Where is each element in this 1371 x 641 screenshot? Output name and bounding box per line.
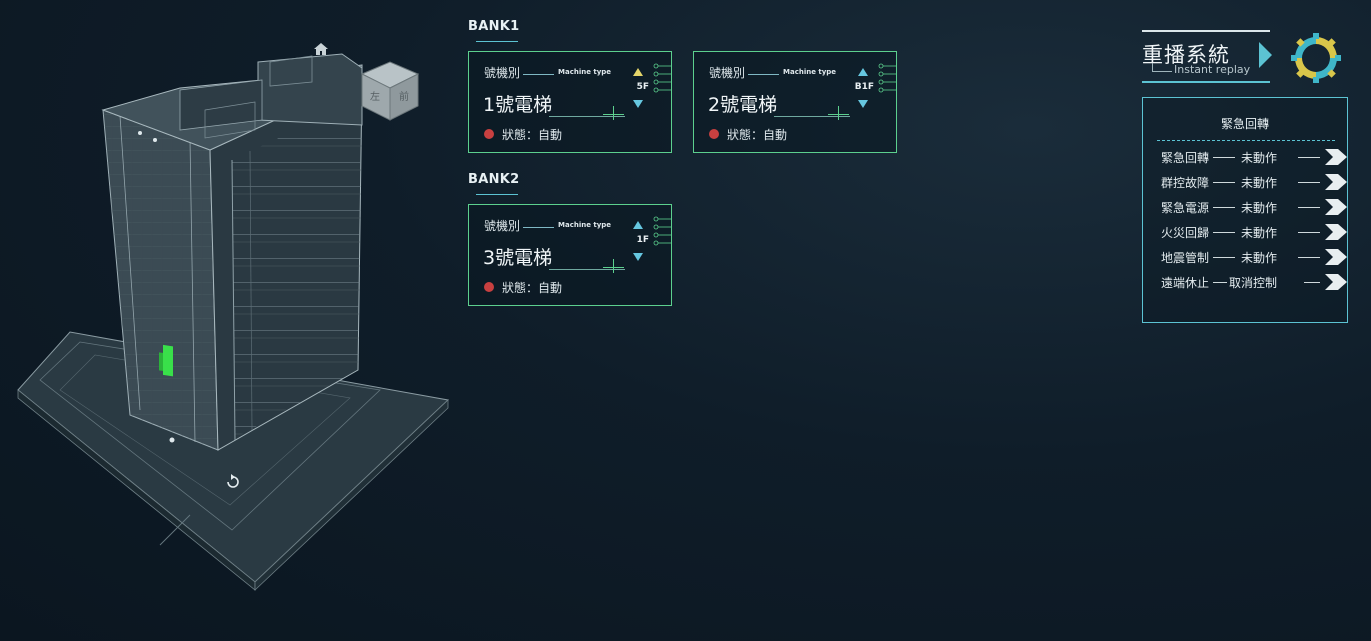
floor-indicator: B1F [854, 82, 874, 92]
view-cube-icon[interactable]: 左 前 [358, 58, 422, 124]
emergency-row: 群控故障 未動作 [1161, 172, 1347, 192]
emergency-row: 遠端休止 取消控制 [1161, 272, 1347, 292]
connector-lines-icon [653, 63, 672, 93]
emergency-row-value: 未動作 [1241, 226, 1278, 240]
machine-label: 號機別 [484, 219, 521, 233]
emergency-row: 地震管制 未動作 [1161, 247, 1347, 267]
emergency-row-name: 遠端休止 [1161, 276, 1210, 290]
bank2-title: BANK2 [468, 172, 520, 187]
play-icon [1259, 42, 1272, 68]
elevator-status: 狀態：自動 [502, 128, 563, 142]
emergency-row-value: 未動作 [1241, 251, 1278, 265]
home-icon[interactable] [313, 41, 333, 59]
orbit-icon[interactable] [224, 472, 242, 490]
building-model[interactable] [0, 0, 460, 600]
view-cube-face-front: 前 [399, 92, 409, 103]
floor-indicator: 1F [636, 235, 649, 245]
machine-type-label: Machine type [558, 68, 612, 76]
emergency-row-value: 取消控制 [1229, 276, 1278, 290]
machine-type-label: Machine type [783, 68, 837, 76]
gear-icon[interactable] [1291, 33, 1341, 83]
replay-title: 重播系統 [1142, 43, 1230, 67]
down-arrow-icon [633, 253, 643, 261]
bank1-title: BANK1 [468, 19, 520, 34]
chevron-right-icon[interactable] [1325, 174, 1347, 190]
connector-lines-icon [878, 63, 897, 93]
elevator-name: 2號電梯 [708, 94, 778, 116]
emergency-row-value: 未動作 [1241, 176, 1278, 190]
chevron-right-icon[interactable] [1325, 224, 1347, 240]
emergency-row-name: 緊急回轉 [1161, 151, 1210, 165]
elevator-status: 狀態：自動 [727, 128, 788, 142]
elevator-highlight[interactable] [163, 344, 173, 377]
chevron-right-icon[interactable] [1325, 149, 1347, 165]
status-dot [484, 129, 494, 139]
elevator-name: 1號電梯 [483, 94, 553, 116]
status-dot [484, 282, 494, 292]
elevator-card-1[interactable]: 號機別 Machine type 1號電梯 狀態：自動 5F [468, 51, 672, 153]
emergency-row-value: 未動作 [1241, 151, 1278, 165]
emergency-panel: 緊急回轉 緊急回轉 未動作 群控故障 未動作 緊急電源 未動作 火災回歸 未動作… [1142, 97, 1348, 323]
emergency-row: 緊急回轉 未動作 [1161, 147, 1347, 167]
emergency-row-name: 緊急電源 [1161, 201, 1210, 215]
emergency-row: 緊急電源 未動作 [1161, 197, 1347, 217]
replay-subtitle: Instant replay [1174, 63, 1251, 76]
emergency-row-name: 火災回歸 [1161, 226, 1210, 240]
elevator-card-2[interactable]: 號機別 Machine type 2號電梯 狀態：自動 B1F [693, 51, 897, 153]
chevron-right-icon[interactable] [1325, 249, 1347, 265]
emergency-row-name: 地震管制 [1161, 251, 1210, 265]
status-dot [709, 129, 719, 139]
elevator-card-3[interactable]: 號機別 Machine type 3號電梯 狀態：自動 1F [468, 204, 672, 306]
down-arrow-icon [633, 100, 643, 108]
connector-lines-icon [653, 216, 672, 246]
up-arrow-icon [633, 221, 643, 229]
view-cube-face-left: 左 [370, 92, 380, 103]
chevron-right-icon[interactable] [1325, 274, 1347, 290]
emergency-row-name: 群控故障 [1161, 176, 1210, 190]
floor-indicator: 5F [636, 82, 649, 92]
building-3d-viewport[interactable]: 左 前 [0, 30, 460, 630]
machine-label: 號機別 [484, 66, 521, 80]
emergency-row-value: 未動作 [1241, 201, 1278, 215]
machine-label: 號機別 [709, 66, 746, 80]
emergency-panel-title: 緊急回轉 [1220, 117, 1269, 131]
emergency-row: 火災回歸 未動作 [1161, 222, 1347, 242]
chevron-right-icon[interactable] [1325, 199, 1347, 215]
elevator-status: 狀態：自動 [502, 281, 563, 295]
bank2-underline [476, 194, 518, 195]
instant-replay-button[interactable]: 重播系統 Instant replay [1140, 30, 1280, 86]
up-arrow-icon [858, 68, 868, 76]
down-arrow-icon [858, 100, 868, 108]
bank1-underline [476, 41, 518, 42]
machine-type-label: Machine type [558, 221, 612, 229]
up-arrow-icon [633, 68, 643, 76]
elevator-name: 3號電梯 [483, 247, 553, 269]
